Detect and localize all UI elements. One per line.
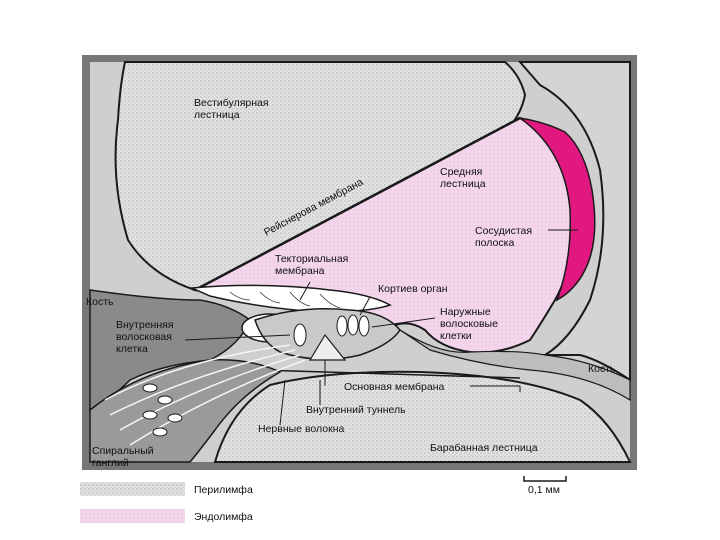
label-scala-media: Средняя лестница (440, 166, 486, 190)
label-inner-hair-cell: Внутренняя волосковая клетка (116, 319, 174, 355)
scale-bar-label: 0,1 мм (528, 484, 560, 496)
legend-perilymph-label: Перилимфа (194, 484, 253, 496)
label-vestibular-scala: Вестибулярная лестница (194, 97, 269, 121)
scale-bar (524, 476, 566, 481)
label-basilar-membrane: Основная мембрана (344, 381, 444, 393)
label-inner-tunnel: Внутренний туннель (306, 404, 406, 416)
label-spiral-ganglion: Спиральный ганглий (92, 445, 154, 469)
legend-endolymph-label: Эндолимфа (194, 511, 253, 523)
label-organ-of-corti: Кортиев орган (378, 283, 448, 295)
label-nerve-fibers: Нервные волокна (258, 423, 344, 435)
label-bone-right: Кость (588, 363, 616, 375)
label-outer-hair-cells: Наружные волосковые клетки (440, 306, 498, 342)
label-scala-tympani: Барабанная лестница (430, 442, 538, 454)
label-bone-left: Кость (86, 296, 114, 308)
legend-perilymph-swatch (80, 482, 185, 496)
label-tectorial-membrane: Текториальная мембрана (275, 253, 348, 277)
label-stria-vascularis: Сосудистая полоска (475, 225, 532, 249)
legend-endolymph-swatch (80, 509, 185, 523)
